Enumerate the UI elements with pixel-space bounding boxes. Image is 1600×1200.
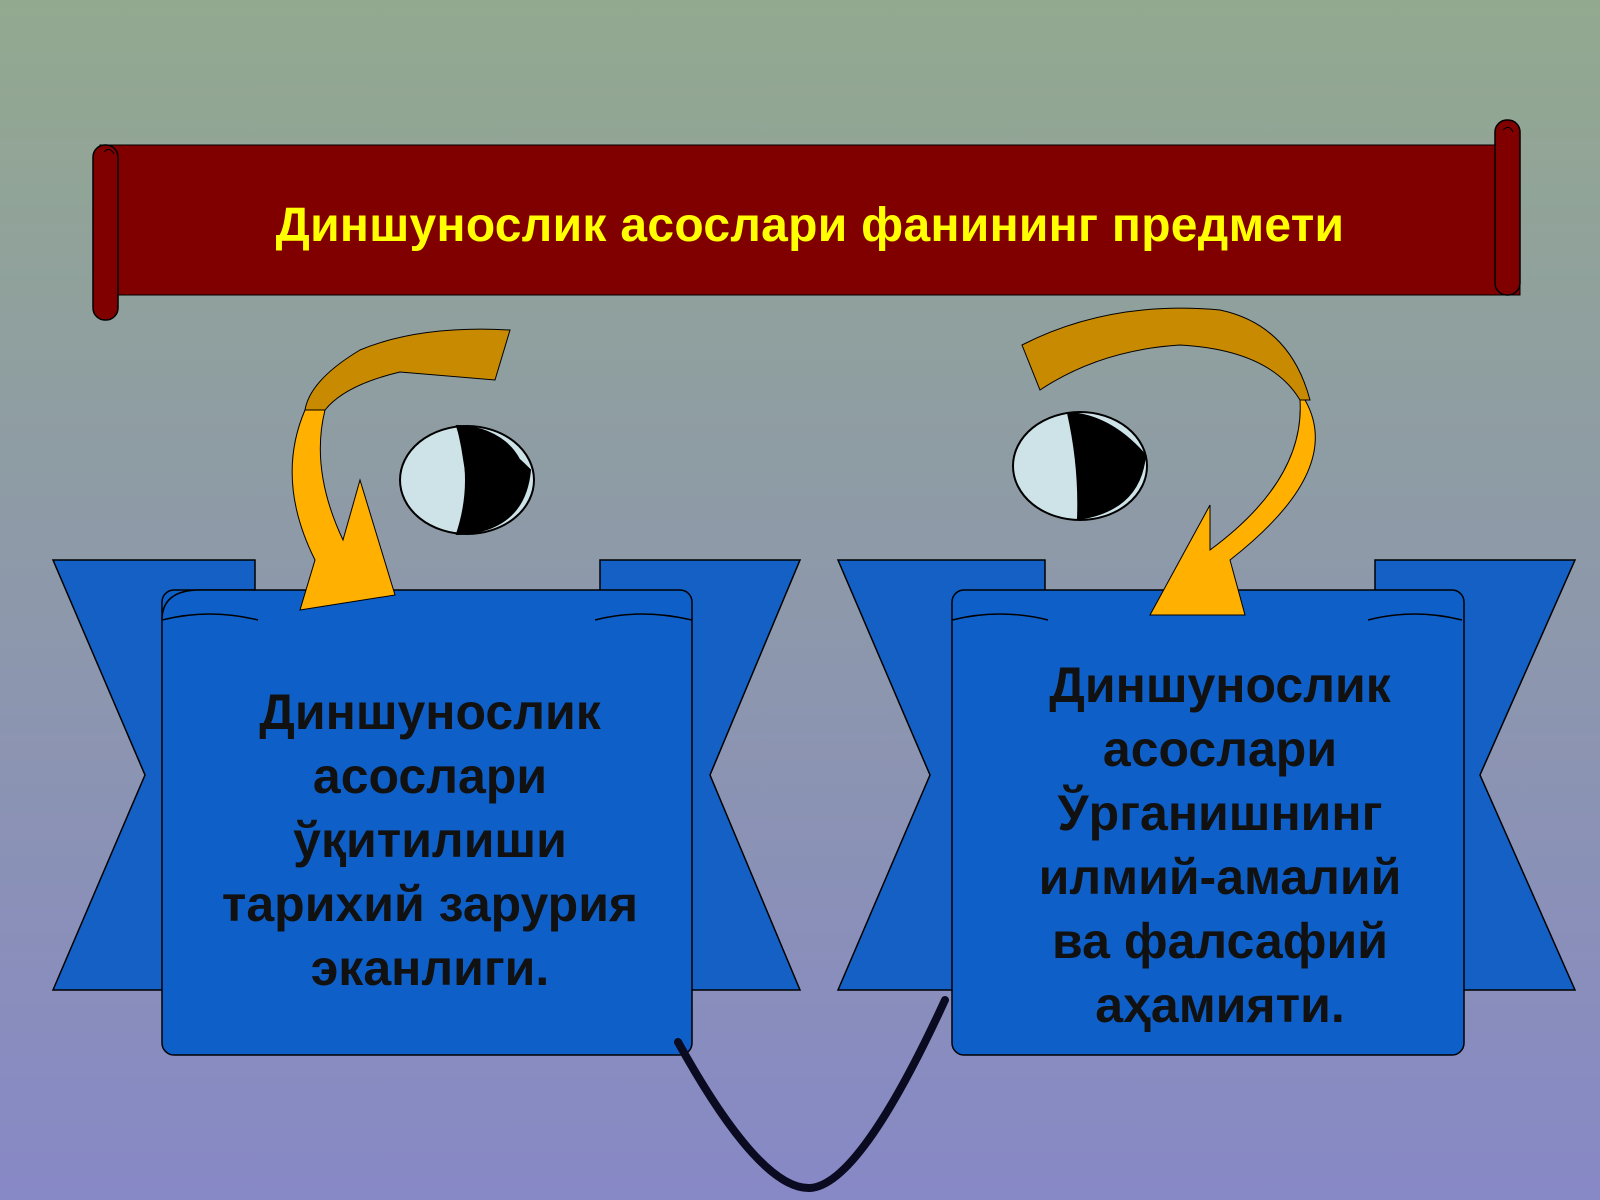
right-panel-line: илмий-амалий — [1038, 849, 1402, 905]
left-panel-line: тарихий зарурия — [221, 876, 639, 932]
right-scroll — [836, 559, 1577, 1056]
right-panel-line: Ўрганишнинг — [1057, 785, 1383, 841]
right-panel-line: Диншунослик — [1049, 657, 1391, 713]
left-panel-text: Диншунослик асослари ўқитилиши тарихий з… — [170, 680, 690, 1000]
title-banner — [92, 119, 1521, 321]
left-scroll — [51, 559, 802, 1056]
left-eye-icon — [399, 424, 535, 536]
right-panel-line: асослари — [1102, 721, 1338, 777]
left-panel-line: асослари — [312, 748, 548, 804]
right-eye-icon — [1012, 411, 1148, 521]
left-panel-line: Диншунослик — [259, 684, 601, 740]
page-title: Диншунослик асослари фанининг предмети — [275, 198, 1345, 252]
right-curved-arrow-icon — [1021, 307, 1316, 616]
left-panel-line: эканлиги. — [310, 940, 550, 996]
left-curved-arrow-icon — [291, 328, 511, 611]
right-panel-line: ва фалсафий — [1052, 913, 1388, 969]
connector-line — [674, 996, 949, 1193]
right-panel-text: Диншунослик асослари Ўрганишнинг илмий-а… — [960, 650, 1480, 1040]
left-panel-line: ўқитилиши — [293, 812, 567, 868]
right-panel-line: аҳамияти. — [1095, 977, 1345, 1033]
